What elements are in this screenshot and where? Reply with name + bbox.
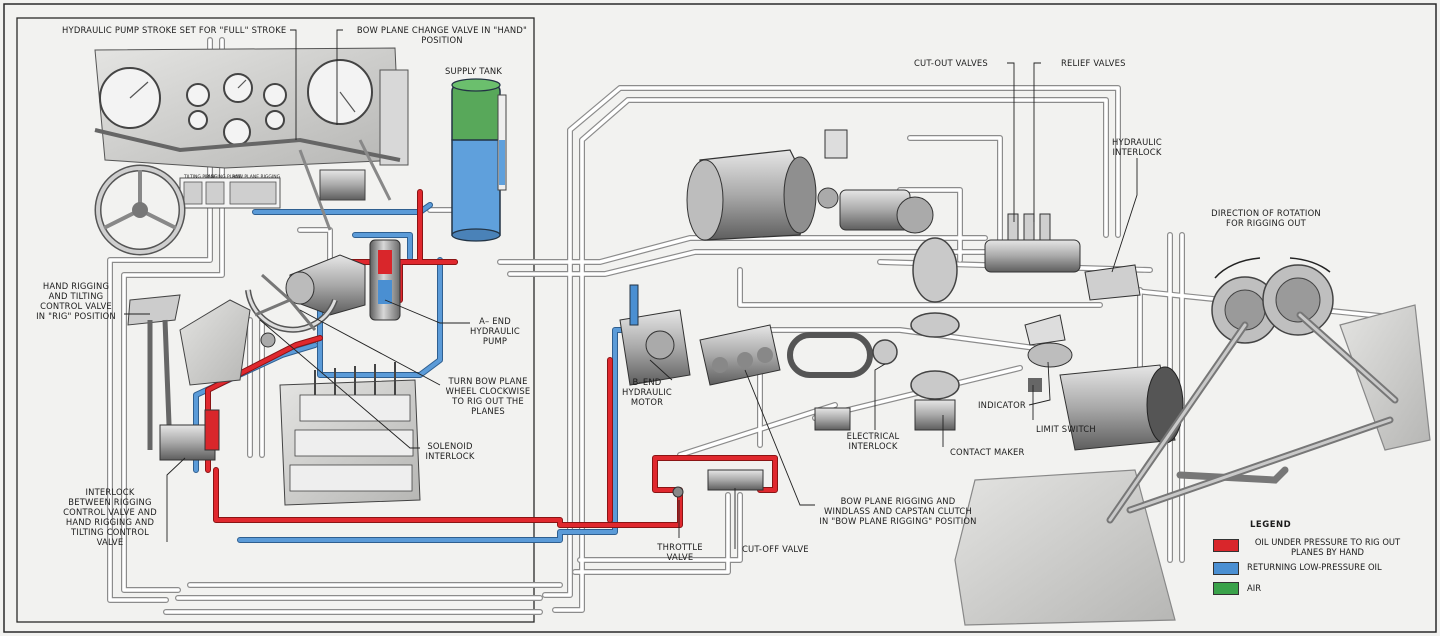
- hydraulic-interlock-body: [1084, 264, 1141, 301]
- b-end-motor: [619, 284, 691, 386]
- indicator-limit-switch: [1024, 314, 1073, 392]
- upper-pump: [839, 189, 934, 234]
- label-solenoid-interlock: SOLENOID INTERLOCK: [425, 441, 475, 461]
- control-panel: TILTING PLANE RIGGING PLANE BOW PLANE RI…: [94, 47, 409, 256]
- electrical-interlock-box: [814, 407, 851, 431]
- label-cut-off-valve: CUT-OFF VALVE: [742, 544, 809, 554]
- leader-lines: [124, 29, 1138, 549]
- label-turn-bow-plane: TURN BOW PLANE WHEEL CLOCKWISE TO RIG OU…: [445, 376, 531, 416]
- label-pump-stroke: HYDRAULIC PUMP STROKE SET FOR "FULL" STR…: [62, 25, 287, 35]
- contact-maker-box: [914, 399, 956, 431]
- bow-plane-upper: [1339, 304, 1431, 451]
- legend-text-air: AIR: [1247, 583, 1262, 593]
- label-interlock-between: INTERLOCK BETWEEN RIGGING CONTROL VALVE …: [63, 487, 157, 547]
- svg-text:BOW PLANE RIGGING: BOW PLANE RIGGING: [232, 174, 281, 180]
- cut-off-valve-body: [707, 469, 764, 491]
- bow-plane-lower: [954, 469, 1176, 626]
- chain-drive: [787, 332, 873, 378]
- legend-swatch-pressure-oil: [1213, 539, 1239, 552]
- legend-text-pressure-oil: OIL UNDER PRESSURE TO RIG OUT PLANES BY …: [1254, 537, 1401, 557]
- legend: LEGEND OIL UNDER PRESSURE TO RIG OUT PLA…: [1205, 518, 1410, 598]
- clutch-assembly: [699, 324, 781, 386]
- cut-out-relief-valves: [984, 213, 1081, 273]
- a-end-pump: [245, 239, 401, 333]
- label-throttle-valve: THROTTLE VALVE: [657, 542, 703, 562]
- label-a-end-pump: A– END HYDRAULIC PUMP: [470, 316, 520, 346]
- machinery-room-outline: [16, 17, 535, 623]
- rigging-control-valve: [127, 294, 276, 461]
- legend-text-return-oil: RETURNING LOW-PRESSURE OIL: [1247, 562, 1382, 572]
- label-supply-tank: SUPPLY TANK: [445, 66, 503, 76]
- label-relief-valves: RELIEF VALVES: [1061, 58, 1126, 68]
- label-electrical-interlock: ELECTRICAL INTERLOCK: [846, 431, 900, 451]
- label-b-end-motor: B–END HYDRAULIC MOTOR: [622, 377, 672, 407]
- legend-swatch-return-oil: [1213, 562, 1239, 575]
- legend-title: LEGEND: [1250, 520, 1292, 530]
- label-bow-plane-rigging: BOW PLANE RIGGING AND WINDLASS AND CAPST…: [819, 496, 977, 526]
- throttle-valve-body: [672, 486, 684, 498]
- label-bow-plane-change-valve: BOW PLANE CHANGE VALVE IN "HAND" POSITIO…: [356, 25, 528, 45]
- legend-swatch-air: [1213, 582, 1239, 595]
- page-border: [3, 3, 1437, 633]
- label-indicator: INDICATOR: [978, 400, 1026, 410]
- svg-text:RIGGING PLANE: RIGGING PLANE: [206, 174, 242, 180]
- solenoid-interlock: [279, 362, 421, 506]
- bevel-gears: [872, 237, 960, 400]
- svg-text:TILTING PLANE: TILTING PLANE: [183, 174, 217, 180]
- sprockets: [1211, 257, 1334, 344]
- label-direction-of-rotation: DIRECTION OF ROTATION FOR RIGGING OUT: [1211, 208, 1321, 228]
- label-hand-rigging-control: HAND RIGGING AND TILTING CONTROL VALVE I…: [36, 281, 116, 321]
- label-hydraulic-interlock: HYDRAULIC INTERLOCK: [1112, 137, 1162, 157]
- label-contact-maker: CONTACT MAKER: [950, 447, 1025, 457]
- supply-tank: [451, 78, 507, 242]
- label-limit-switch: LIMIT SWITCH: [1036, 424, 1096, 434]
- label-cut-out-valves: CUT-OUT VALVES: [914, 58, 988, 68]
- electric-motor: [686, 129, 848, 241]
